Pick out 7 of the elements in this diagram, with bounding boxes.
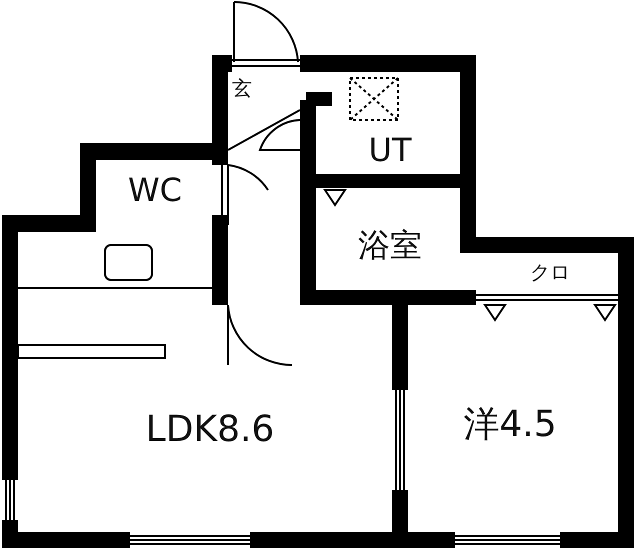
room-label: UT xyxy=(368,134,412,166)
room-label: LDK8.6 xyxy=(146,412,274,448)
room-label: 洋4.5 xyxy=(463,407,557,443)
room-label: 玄 xyxy=(232,78,252,98)
room-label: WC xyxy=(128,174,182,206)
room-label: クロ xyxy=(530,262,570,282)
room-label: 浴室 xyxy=(358,229,422,261)
